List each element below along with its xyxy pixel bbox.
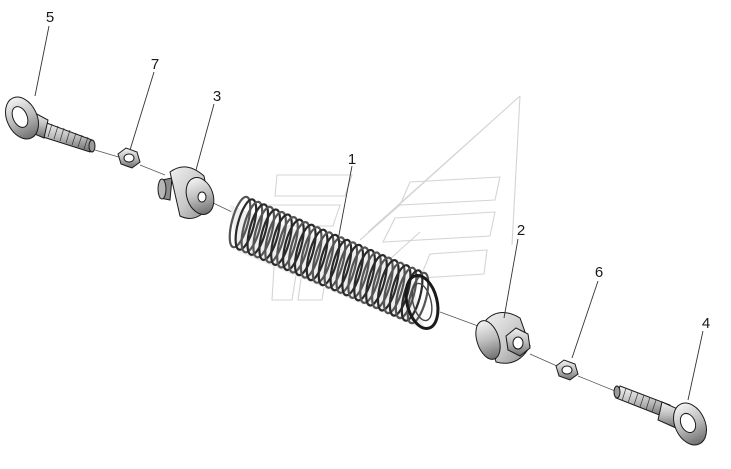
spring-coil-turn [287,221,311,274]
spring-coil-turn [270,213,293,266]
spring-coil-turn [394,266,418,320]
spring-coil-turn [252,205,276,259]
spring-coil-turn [347,246,371,299]
spring-coil-turn [276,216,299,269]
spring-coil-turn [382,261,406,315]
spring-coil-turn [264,210,287,264]
spring-coil-turn [353,248,376,302]
callout-1: 1 [348,151,356,168]
spring-coil-turn [282,218,305,272]
spring-coil-turn [299,226,323,279]
leader-lines [34,25,704,401]
spring-coil-turn [323,236,347,289]
callout-3: 3 [213,88,221,105]
spring-coil-turn [317,233,341,287]
callout-6: 6 [595,264,603,281]
spring-coil-turn [311,231,335,284]
eye-bolt-right [613,385,707,446]
spring-coil-turn [376,259,400,312]
spring-cap-right [475,312,531,364]
hex-nut-left [117,147,141,169]
spring-end-inner [411,282,433,322]
spring-coil-turn [234,198,258,251]
spring-coil-turn [329,238,353,292]
spring-coil-turn [228,195,252,249]
spring-coil-turn [335,241,359,294]
callout-7: 7 [151,56,159,73]
hex-nut-right [555,359,579,381]
assembly-axis [94,149,621,394]
spring-coil-turn [293,223,317,277]
spring-coil-turn [258,208,282,261]
callout-2: 2 [517,222,525,239]
spring-coil-turn [341,243,365,297]
spring-end-coil [404,274,440,330]
spring-cap-left [157,166,215,219]
coil-spring [228,195,440,330]
callout-4: 4 [702,315,710,332]
eye-bolt-left [5,96,96,153]
spring-coil-turn [388,264,412,317]
spring-coil-turn [365,254,388,307]
spring-coil-turn [400,269,424,322]
spring-coil-turn [406,271,430,325]
spring-coil-turn [240,200,264,254]
callout-5: 5 [46,9,54,26]
spring-coil-turn [371,256,394,310]
spring-coil-turn [246,203,270,256]
spring-coil-turn [359,251,382,304]
spring-coil-turn [305,228,329,282]
